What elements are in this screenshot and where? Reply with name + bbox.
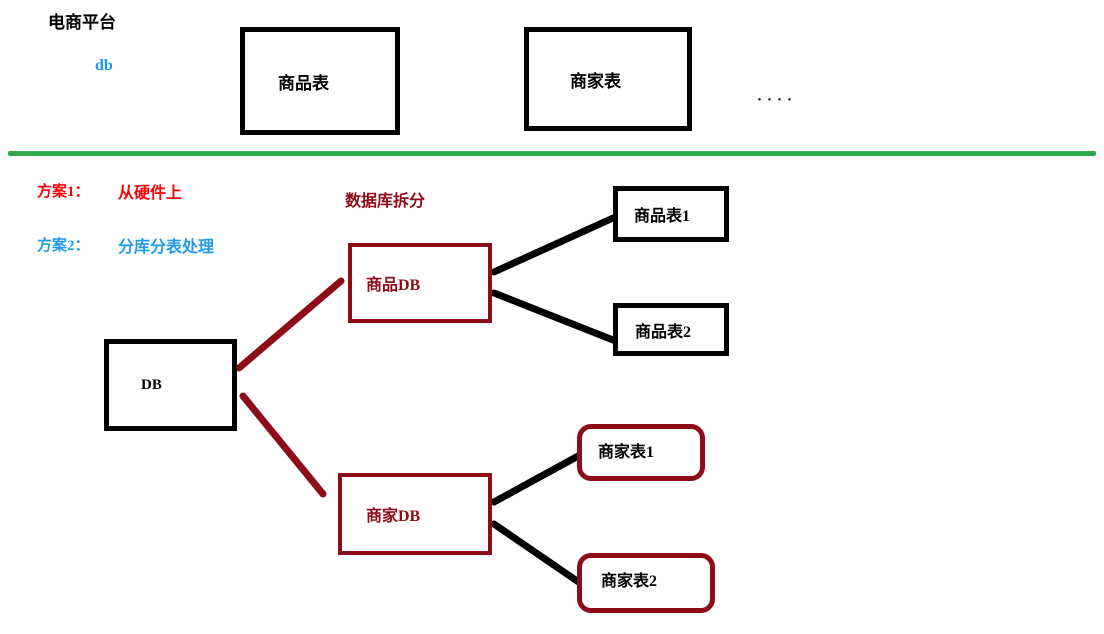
product-table-2-label: 商品表2 xyxy=(635,323,692,341)
table-box-product-label: 商品表 xyxy=(278,73,329,93)
link-db-to-merchant-db xyxy=(239,392,327,498)
page-title: 电商平台 xyxy=(48,13,116,32)
link-db-to-product-db xyxy=(235,277,345,372)
product-db-label: 商品DB xyxy=(366,277,421,294)
option-1-name: 方案1： xyxy=(37,184,90,200)
product-db-box[interactable]: 商品DB xyxy=(348,243,492,323)
merchant-db-label: 商家DB xyxy=(366,508,421,525)
section-divider xyxy=(8,151,1096,156)
merchant-table-2-box[interactable]: 商家表2 xyxy=(577,553,715,613)
root-db-label: DB xyxy=(141,376,162,393)
link-merchant-db-to-table2 xyxy=(490,520,584,587)
link-merchant-db-to-table1 xyxy=(490,451,584,506)
product-table-1-label: 商品表1 xyxy=(634,208,691,225)
product-table-2-box[interactable]: 商品表2 xyxy=(613,303,729,356)
table-box-product[interactable]: 商品表 xyxy=(240,27,400,135)
merchant-table-1-label: 商家表1 xyxy=(598,444,655,461)
root-db-box[interactable]: DB xyxy=(104,339,237,431)
ellipsis-dots: ···· xyxy=(757,92,798,108)
merchant-table-2-label: 商家表2 xyxy=(601,573,658,590)
table-box-merchant-label: 商家表 xyxy=(570,71,621,91)
option-1-value: 从硬件上 xyxy=(118,185,183,202)
product-table-1-box[interactable]: 商品表1 xyxy=(613,186,729,242)
option-2-value: 分库分表处理 xyxy=(118,239,215,256)
merchant-table-1-box[interactable]: 商家表1 xyxy=(577,424,705,481)
db-subtitle: db xyxy=(95,57,113,74)
link-product-db-to-table1 xyxy=(490,214,617,276)
option-2-name: 方案2： xyxy=(37,238,90,254)
table-box-merchant[interactable]: 商家表 xyxy=(524,27,692,131)
split-title: 数据库拆分 xyxy=(345,193,426,210)
merchant-db-box[interactable]: 商家DB xyxy=(338,473,492,555)
link-product-db-to-table2 xyxy=(490,289,617,344)
